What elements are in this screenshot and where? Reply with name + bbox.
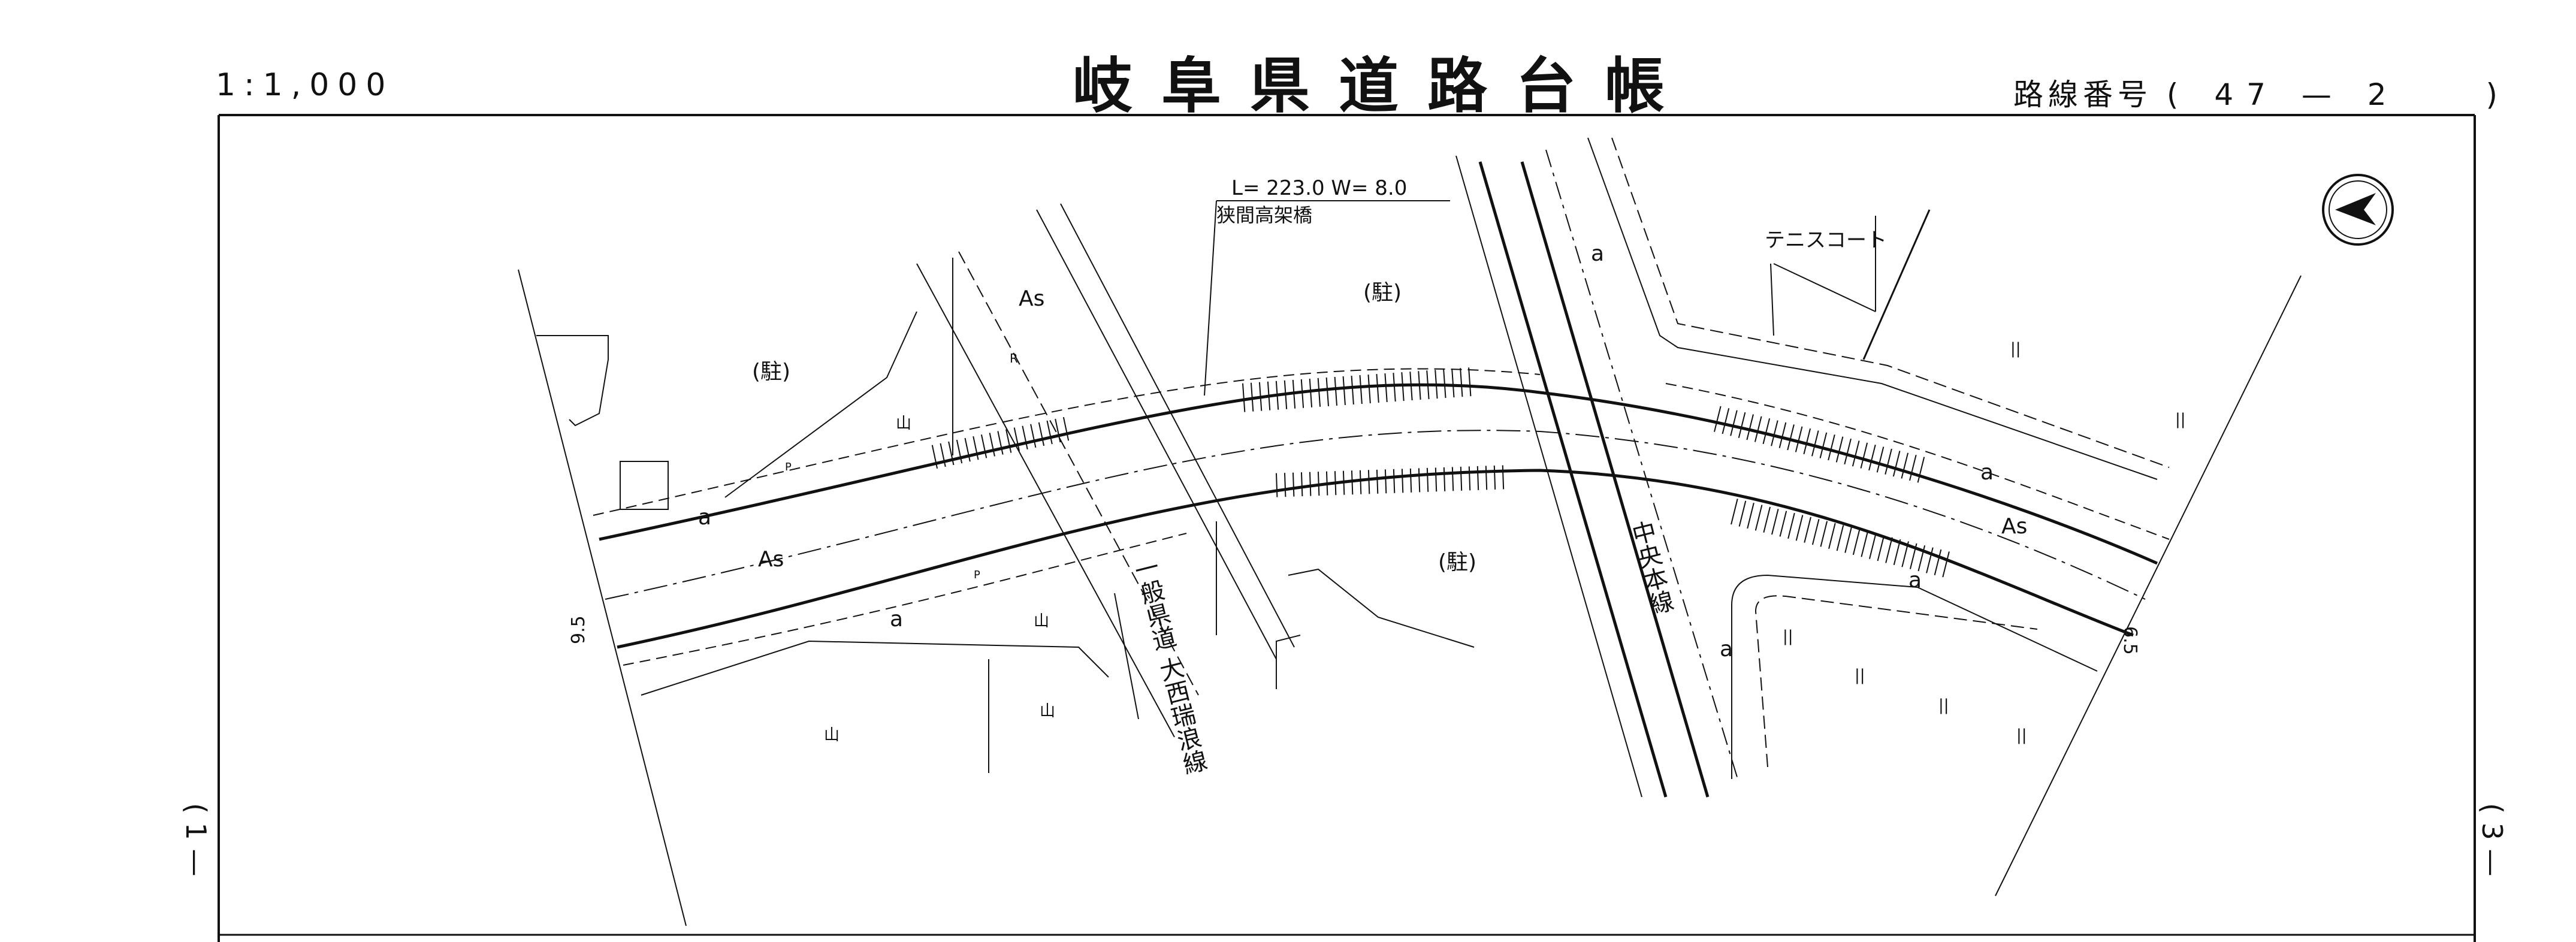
forest-mark-3: 山 — [1040, 702, 1055, 720]
sheet-number-left: ( 1 — — [180, 803, 212, 877]
surface-as-3: As — [2001, 514, 2027, 539]
bridge-hatch-southeast — [1725, 497, 1953, 578]
parking-label-nw: (駐) — [752, 360, 790, 384]
ground-a-4: a — [1980, 460, 1994, 485]
sw-slope — [1288, 568, 1475, 648]
nw-embankment — [724, 311, 917, 498]
drawing-frame — [218, 114, 2476, 942]
nw-building — [536, 335, 609, 427]
rail-2 — [1520, 161, 1710, 798]
field-mark-3: || — [1783, 627, 1793, 645]
tennis-court-label: テニスコート — [1765, 228, 1887, 252]
rail-line-label: 中央本線 — [1626, 518, 1675, 617]
cross-road-edge-e2 — [1060, 203, 1295, 648]
nw-features — [536, 258, 1475, 773]
surface-as-2: As — [758, 547, 784, 572]
surface-as-1: As — [1019, 286, 1044, 311]
south-road-dash — [1754, 595, 2038, 768]
parking-label-s: (駐) — [1438, 550, 1476, 575]
south-embankment — [641, 640, 1109, 696]
route-number-value: 47 — 2 — [2214, 77, 2400, 112]
road-shoulder-ne — [1665, 383, 2170, 540]
route-open-paren: ( — [2166, 77, 2184, 112]
mark-r: R — [1010, 351, 1018, 366]
road-width-left: 9.5 — [568, 615, 589, 644]
sw-corner — [1276, 635, 1301, 689]
rail-boundary — [1545, 149, 1738, 780]
bridge-hatch-south — [1270, 465, 1511, 497]
ground-a-2: a — [890, 607, 903, 632]
nw-building-small — [620, 461, 669, 510]
boundary-left — [518, 269, 687, 926]
field-mark-2: || — [2175, 410, 2186, 428]
cross-road-inner — [1114, 593, 1139, 720]
field-mark-1: || — [2010, 340, 2021, 358]
rail-1 — [1478, 161, 1668, 798]
road-width-right: 6.5 — [2119, 626, 2140, 655]
cross-road-edge-e — [1036, 209, 1277, 660]
field-mark-6: || — [2016, 726, 2027, 744]
ground-a-1: a — [698, 505, 711, 530]
map-scale: 1:1,000 — [216, 67, 394, 103]
east-road-edge — [1587, 137, 2158, 480]
road-shoulder-north — [593, 368, 1541, 516]
mark-p-2: P — [974, 569, 980, 581]
south-road-edge — [1731, 574, 2098, 779]
main-road — [593, 368, 2170, 666]
bridge-hatch-north — [1240, 367, 1476, 412]
east-road-dash — [1611, 137, 2170, 468]
rail-edge — [1455, 155, 1642, 798]
bridge-spec: L= 223.0 W= 8.0 — [1231, 176, 1407, 200]
field-mark-4: || — [1855, 666, 1865, 684]
ground-a-6: a — [1720, 637, 1733, 662]
bridge-hatch-east — [1707, 404, 1929, 484]
road-centerline — [605, 430, 2146, 600]
tennis-fence-4 — [1862, 209, 1931, 360]
cross-road-edge-w — [916, 263, 1175, 738]
map-title: 岐阜県道路台帳 — [1073, 50, 1693, 121]
forest-mark-1: 山 — [896, 415, 911, 433]
mark-p-1: P — [785, 461, 792, 473]
route-close-paren: ) — [2486, 77, 2502, 112]
cross-road-edge-dash — [958, 251, 1199, 696]
cross-road-label: 一般県道 大西瑞浪線 — [1128, 554, 1209, 777]
route-label: 路線番号 — [2013, 77, 2152, 112]
tennis-fence-2 — [1770, 263, 1774, 336]
railway — [1455, 149, 1738, 798]
bridge-hatch-west — [926, 416, 1072, 470]
north-arrow-icon — [2322, 174, 2394, 246]
cross-road — [916, 203, 1295, 738]
route-number: 路線番号 ( 47 — 2 ) — [2013, 71, 2502, 114]
tennis-fence-1 — [1773, 263, 1876, 312]
road-shoulder-south — [623, 533, 1187, 666]
boundary-right — [1995, 275, 2302, 896]
east-roads — [1587, 137, 2170, 779]
forest-mark-4: 山 — [824, 726, 839, 744]
ground-a-5: a — [1908, 568, 1922, 593]
section-boundaries — [518, 269, 2302, 926]
field-mark-5: || — [1938, 696, 1949, 714]
bridge-leader — [1204, 200, 1450, 396]
parking-label-n: (駐) — [1363, 280, 1402, 305]
sheet-number-right: ( 3 — — [2476, 803, 2508, 877]
bridge-name: 狭間高架橋 — [1216, 204, 1312, 227]
forest-mark-2: 山 — [1034, 612, 1049, 630]
ground-a-3: a — [1591, 241, 1604, 266]
